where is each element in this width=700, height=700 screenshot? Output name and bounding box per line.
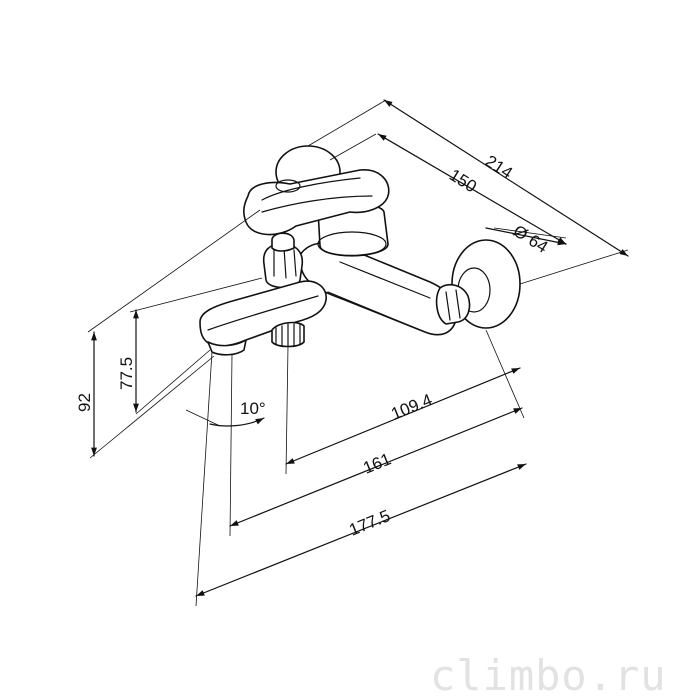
label-10-degrees: 10° <box>240 399 266 418</box>
label-214: 214 <box>482 151 516 182</box>
label-diameter-64: Ø 64 <box>510 221 551 257</box>
spout-outlet <box>207 339 247 356</box>
angle-arc-10 <box>209 417 265 427</box>
connection-nut <box>435 283 471 325</box>
dim-line-64 <box>485 227 567 246</box>
lever-handle <box>243 169 390 236</box>
watermark: climbo.ru <box>430 651 667 700</box>
label-77-5: 77.5 <box>117 357 136 390</box>
faucet-body <box>199 145 521 356</box>
label-177-5: 177.5 <box>346 506 393 540</box>
label-150: 150 <box>446 165 480 196</box>
dim-line-150 <box>377 133 567 245</box>
spout <box>199 280 327 347</box>
dim-line-177-5 <box>195 463 527 597</box>
label-161: 161 <box>360 449 393 477</box>
label-109-4: 109.4 <box>388 390 435 424</box>
label-92: 92 <box>75 393 94 412</box>
dimension-lines <box>91 99 629 597</box>
